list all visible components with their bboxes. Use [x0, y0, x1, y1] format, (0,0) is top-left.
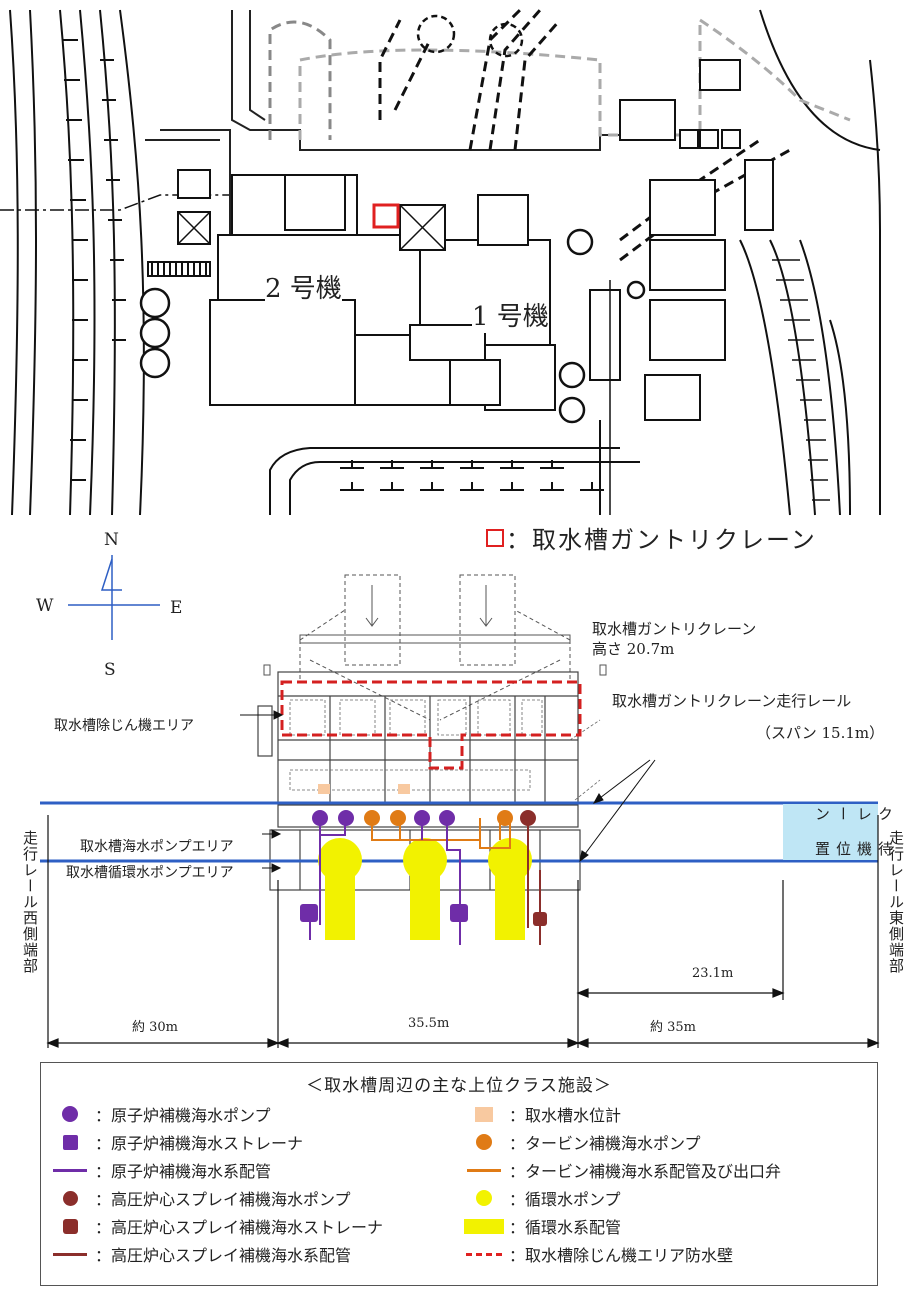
dim-30: 約 30m: [132, 1020, 179, 1035]
yellow-bar-icon: [464, 1218, 504, 1234]
crane-title: 取水槽ガントリクレーン: [592, 620, 757, 638]
orange-circle-icon: [476, 1134, 492, 1150]
map-legend-label: ：取水槽ガントリクレーン: [506, 526, 817, 554]
unit1-label: 1 号機: [472, 296, 549, 333]
orange-line-icon: [467, 1168, 501, 1172]
legend-item: ：取水槽水位計: [463, 1101, 621, 1127]
legend-item: ：高圧炉心スプレイ補機海水ポンプ: [49, 1185, 351, 1211]
legend-item: ：取水槽除じん機エリア防水壁: [463, 1241, 733, 1267]
compass-s: S: [104, 660, 116, 680]
west-end-label: 走行レール西側端部: [21, 830, 39, 974]
dim-35-5: 35.5m: [408, 1016, 450, 1031]
compass-e: E: [170, 598, 183, 618]
purple-line-icon: [53, 1168, 87, 1172]
legend-title: ＜取水槽周辺の主な上位クラス施設＞: [306, 1076, 612, 1096]
compass-w: W: [36, 596, 54, 616]
compass-n: N: [104, 530, 119, 550]
red-dashed-line-icon: [466, 1252, 502, 1256]
legend-item: ：循環水系配管: [463, 1213, 621, 1239]
brown-square-icon: [62, 1218, 78, 1234]
circ-pump-area-label: 取水槽循環水ポンプエリア: [66, 865, 234, 881]
dust-area-label: 取水槽除じん機エリア: [54, 718, 194, 734]
purple-square-icon: [62, 1134, 78, 1150]
unit2-label: 2 号機: [265, 268, 342, 305]
span-label: （スパン 15.1m）: [756, 724, 885, 742]
legend-item: ：タービン補機海水系配管及び出口弁: [463, 1157, 781, 1183]
dim-35: 約 35m: [650, 1020, 697, 1035]
crane-location-marker: [372, 203, 400, 229]
legend-item: ：循環水ポンプ: [463, 1185, 621, 1211]
map-legend: ：取水槽ガントリクレーン: [486, 520, 817, 555]
crane-height: 高さ 20.7m: [592, 640, 675, 658]
site-map: [0, 0, 909, 516]
rail-label: 取水槽ガントリクレーン走行レール: [612, 692, 852, 710]
seawater-pump-area-label: 取水槽海水ポンプエリア: [80, 839, 234, 855]
yellow-circle-icon: [476, 1190, 492, 1206]
legend-item: ：原子炉補機海水ストレーナ: [49, 1129, 303, 1155]
legend-item: ：高圧炉心スプレイ補機海水系配管: [49, 1241, 351, 1267]
peach-square-icon: [475, 1106, 493, 1122]
facility-legend: ＜取水槽周辺の主な上位クラス施設＞ ：原子炉補機海水ポンプ ：原子炉補機海水スト…: [40, 1062, 878, 1286]
brown-circle-icon: [62, 1190, 78, 1206]
crane-standby-area: [783, 804, 878, 860]
purple-circle-icon: [62, 1106, 78, 1122]
east-end-label: 走行レール東側端部: [887, 830, 905, 974]
legend-item: ：原子炉補機海水系配管: [49, 1157, 271, 1183]
red-square-icon: [486, 528, 504, 547]
legend-item: ：タービン補機海水ポンプ: [463, 1129, 701, 1155]
legend-item: ：原子炉補機海水ポンプ: [49, 1101, 271, 1127]
standby-label: クレーン待機位置: [813, 806, 894, 857]
compass: [68, 555, 160, 640]
intake-plan-drawing: [40, 574, 880, 1048]
dim-23: 23.1m: [692, 966, 734, 981]
legend-item: ：高圧炉心スプレイ補機海水ストレーナ: [49, 1213, 383, 1239]
brown-line-icon: [53, 1252, 87, 1256]
